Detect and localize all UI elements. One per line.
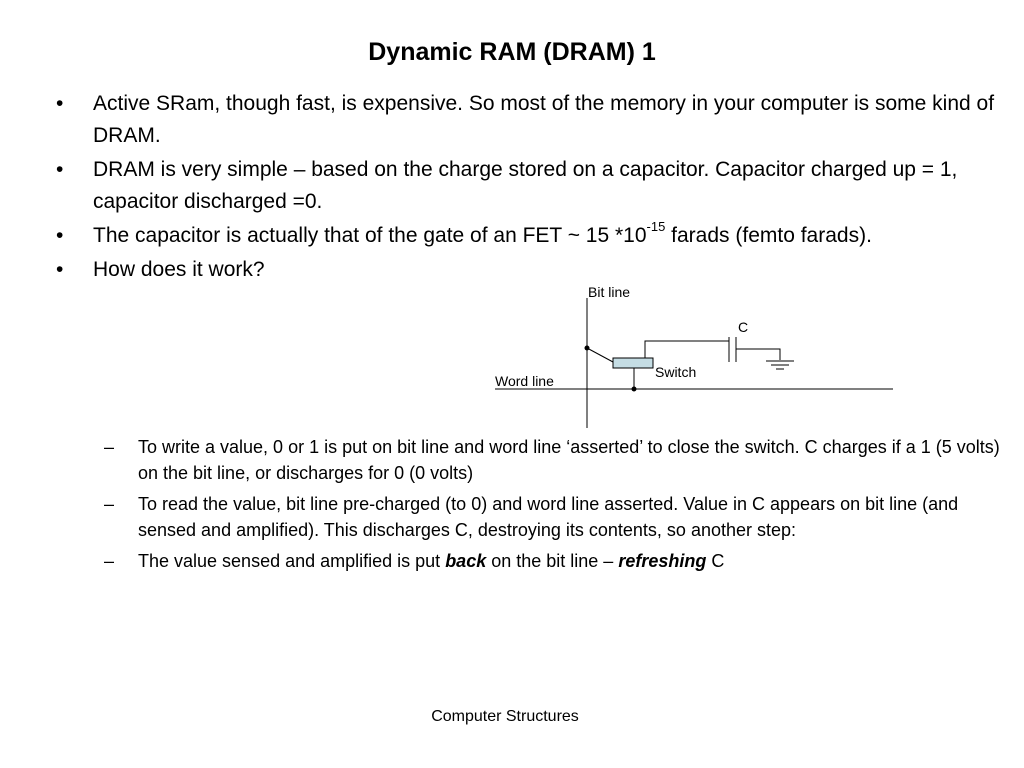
bullet-mark: • — [56, 92, 64, 115]
slide-footer: Computer Structures — [431, 708, 579, 725]
sub-bullet-item: – The value sensed and amplified is put … — [0, 548, 1000, 574]
bit-to-switch-wire — [586, 347, 614, 363]
bullet-text: DRAM is very simple – based on the charg… — [93, 158, 958, 213]
sub-bullet-text-end: C — [706, 551, 725, 571]
bullet-mark: • — [56, 258, 64, 281]
switch-to-capacitor-wire — [644, 340, 730, 358]
bullet-text-end: farads (femto farads). — [665, 224, 872, 247]
word-line-label: Word line — [495, 373, 554, 389]
bullet-list: • Active SRam, though fast, is expensive… — [0, 88, 1000, 288]
sub-bullet-item: – To read the value, bit line pre-charge… — [0, 491, 1000, 543]
sub-bullet-item: – To write a value, 0 or 1 is put on bit… — [0, 434, 1000, 486]
word-line-junction — [631, 386, 637, 392]
switch-label: Switch — [655, 364, 696, 380]
exponent-superscript: -15 — [646, 219, 666, 234]
bullet-text: How does it work? — [93, 258, 265, 281]
bullet-text-start: The capacitor is actually that of the ga… — [93, 224, 647, 247]
bullet-item: • Active SRam, though fast, is expensive… — [0, 88, 1000, 152]
capacitor-to-ground-wire — [736, 348, 781, 360]
sub-bullet-mark: – — [104, 494, 115, 514]
sub-bullet-text-middle: on the bit line – — [486, 551, 619, 571]
sub-bullet-mark: – — [104, 437, 115, 457]
sub-bullet-text: To read the value, bit line pre-charged … — [138, 494, 959, 540]
sub-bullet-mark: – — [104, 551, 115, 571]
switch-transistor — [612, 357, 654, 369]
bullet-text: Active SRam, though fast, is expensive. … — [93, 92, 995, 147]
sub-bullet-text: To write a value, 0 or 1 is put on bit l… — [138, 437, 1000, 483]
capacitor-label: C — [738, 319, 748, 335]
bullet-item: • The capacitor is actually that of the … — [0, 220, 1000, 252]
emphasis-refreshing: refreshing — [618, 551, 707, 571]
bit-line-junction — [584, 345, 590, 351]
bullet-mark: • — [56, 158, 64, 181]
sub-bullet-text-start: The value sensed and amplified is put — [138, 551, 446, 571]
bullet-item: • DRAM is very simple – based on the cha… — [0, 154, 1000, 218]
bullet-mark: • — [56, 224, 64, 247]
slide-title: Dynamic RAM (DRAM) 1 — [368, 38, 656, 66]
sub-bullet-list: – To write a value, 0 or 1 is put on bit… — [0, 434, 1000, 579]
bullet-item: • How does it work? — [0, 254, 1000, 286]
bit-line-label: Bit line — [588, 284, 630, 300]
emphasis-back: back — [445, 551, 487, 571]
